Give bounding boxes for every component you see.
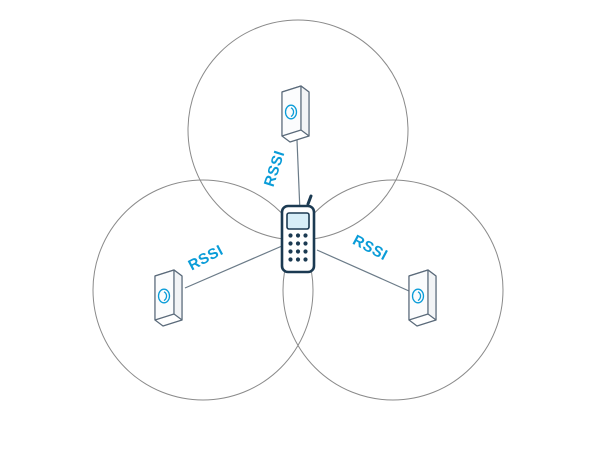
beacon-right-icon bbox=[408, 269, 437, 327]
coverage-circle-right bbox=[282, 179, 504, 401]
rssi-link-left-line bbox=[184, 245, 283, 289]
rssi-link-right-line bbox=[316, 249, 410, 292]
beacon-left-icon bbox=[154, 269, 183, 327]
rssi-label-left: RSSI bbox=[186, 242, 227, 274]
mobile-phone-icon bbox=[280, 194, 316, 274]
rssi-label-top: RSSI bbox=[261, 148, 289, 188]
rssi-link-top-line bbox=[296, 139, 301, 213]
coverage-circle-left bbox=[92, 179, 314, 401]
rssi-label-right: RSSI bbox=[350, 232, 391, 264]
beacon-top-icon bbox=[281, 85, 310, 143]
rssi-links bbox=[184, 139, 410, 292]
